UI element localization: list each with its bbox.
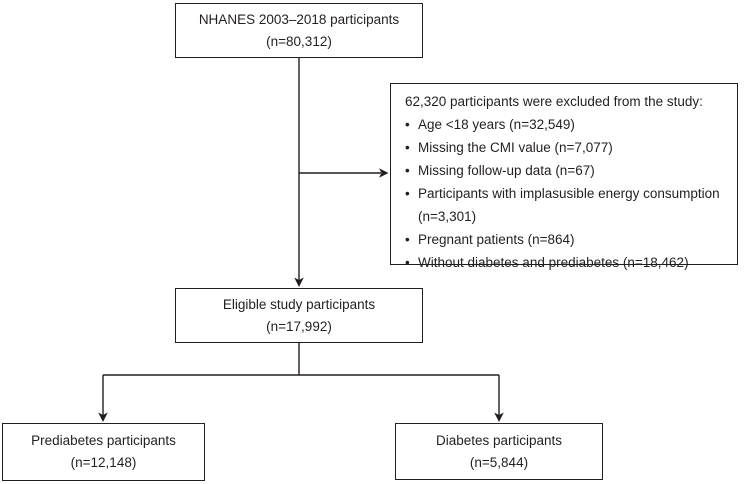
arrowhead-down-eligible-icon <box>294 277 304 287</box>
exclusion-item-text: Age <18 years (n=32,549) <box>418 117 575 132</box>
eligible-participants-box: Eligible study participants (n=17,992) <box>175 288 423 343</box>
exclusion-item-text: Participants with implasusible energy co… <box>418 186 720 224</box>
prediabetes-box-title: Prediabetes participants <box>31 433 176 448</box>
diabetes-box-count: (n=5,844) <box>469 454 529 470</box>
arrowhead-down-prediabetes-icon <box>98 412 108 422</box>
bullet-icon: • <box>405 163 410 178</box>
eligible-box-title: Eligible study participants <box>222 296 376 312</box>
bullet-icon: • <box>405 186 410 201</box>
exclusion-item: • Participants with implasusible energy … <box>405 182 729 228</box>
diabetes-participants-box: Diabetes participants (n=5,844) <box>395 423 603 480</box>
exclusion-list: • Age <18 years (n=32,549) • Missing the… <box>405 113 729 274</box>
exclusion-item: • Pregnant patients (n=864) <box>405 228 729 251</box>
exclusion-box: 62,320 participants were excluded from t… <box>390 83 738 270</box>
prediabetes-box-count: (n=12,148) <box>70 455 137 470</box>
arrowhead-right-exclusion-icon <box>379 168 389 178</box>
bullet-icon: • <box>405 255 410 270</box>
diabetes-box-title: Diabetes participants <box>435 432 563 448</box>
bullet-icon: • <box>405 140 410 155</box>
exclusion-item: • Without diabetes and prediabetes (n=18… <box>405 251 729 274</box>
nhanes-participants-box: NHANES 2003–2018 participants (n=80,312) <box>175 3 423 58</box>
bullet-icon: • <box>405 232 410 247</box>
nhanes-box-title: NHANES 2003–2018 participants <box>198 11 400 27</box>
exclusion-item: • Age <18 years (n=32,549) <box>405 113 729 136</box>
arrowhead-down-diabetes-icon <box>494 412 504 422</box>
exclusion-item-text: Missing follow-up data (n=67) <box>418 163 595 178</box>
exclusion-item: • Missing follow-up data (n=67) <box>405 159 729 182</box>
exclusion-item: • Missing the CMI value (n=7,077) <box>405 136 729 159</box>
exclusion-box-title: 62,320 participants were excluded from t… <box>405 94 703 109</box>
prediabetes-participants-box: Prediabetes participants (n=12,148) <box>2 423 205 481</box>
eligible-box-count: (n=17,992) <box>266 318 332 334</box>
exclusion-item-text: Pregnant patients (n=864) <box>418 232 575 247</box>
exclusion-item-text: Without diabetes and prediabetes (n=18,4… <box>418 255 689 270</box>
exclusion-item-text: Missing the CMI value (n=7,077) <box>418 140 613 155</box>
nhanes-box-count: (n=80,312) <box>266 33 332 49</box>
bullet-icon: • <box>405 117 410 132</box>
